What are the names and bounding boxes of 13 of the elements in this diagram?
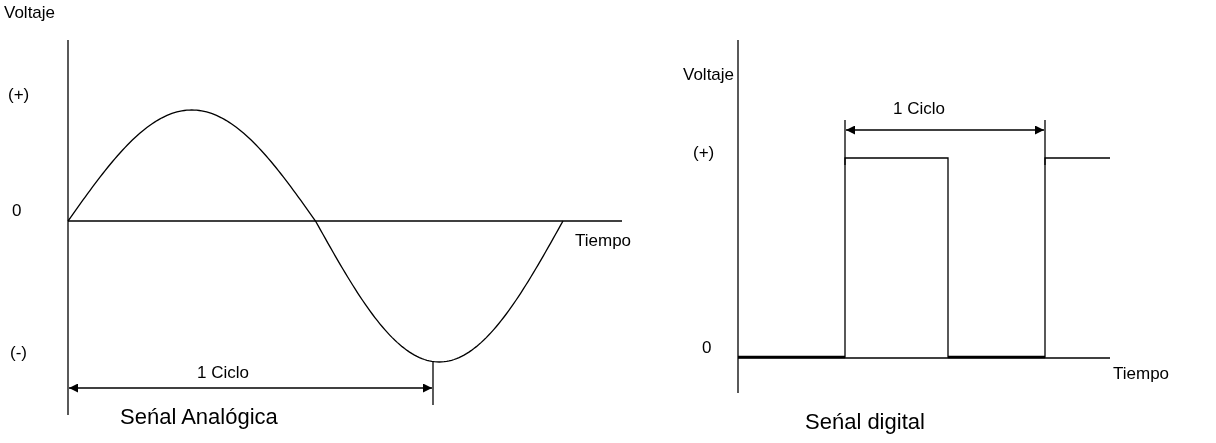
axis-tick-label: (+)	[8, 86, 30, 105]
axis-tick-label: 0	[702, 339, 712, 358]
axis-label: Tiempo	[575, 232, 632, 251]
dimension-label: 1 Ciclo	[197, 364, 249, 383]
axis-label: Tiempo	[1113, 365, 1170, 384]
axis-tick-label: (+)	[693, 144, 715, 163]
axis-tick-label: 0	[12, 202, 22, 221]
dimension-label: 1 Ciclo	[893, 100, 945, 119]
chart-title: Seńal digital	[805, 410, 925, 435]
axis-tick-label: (-)	[10, 344, 27, 363]
chart-title: Seńal Analógica	[120, 405, 278, 430]
axis-label: Voltaje	[683, 66, 735, 85]
axis-label: Voltaje	[4, 4, 56, 23]
